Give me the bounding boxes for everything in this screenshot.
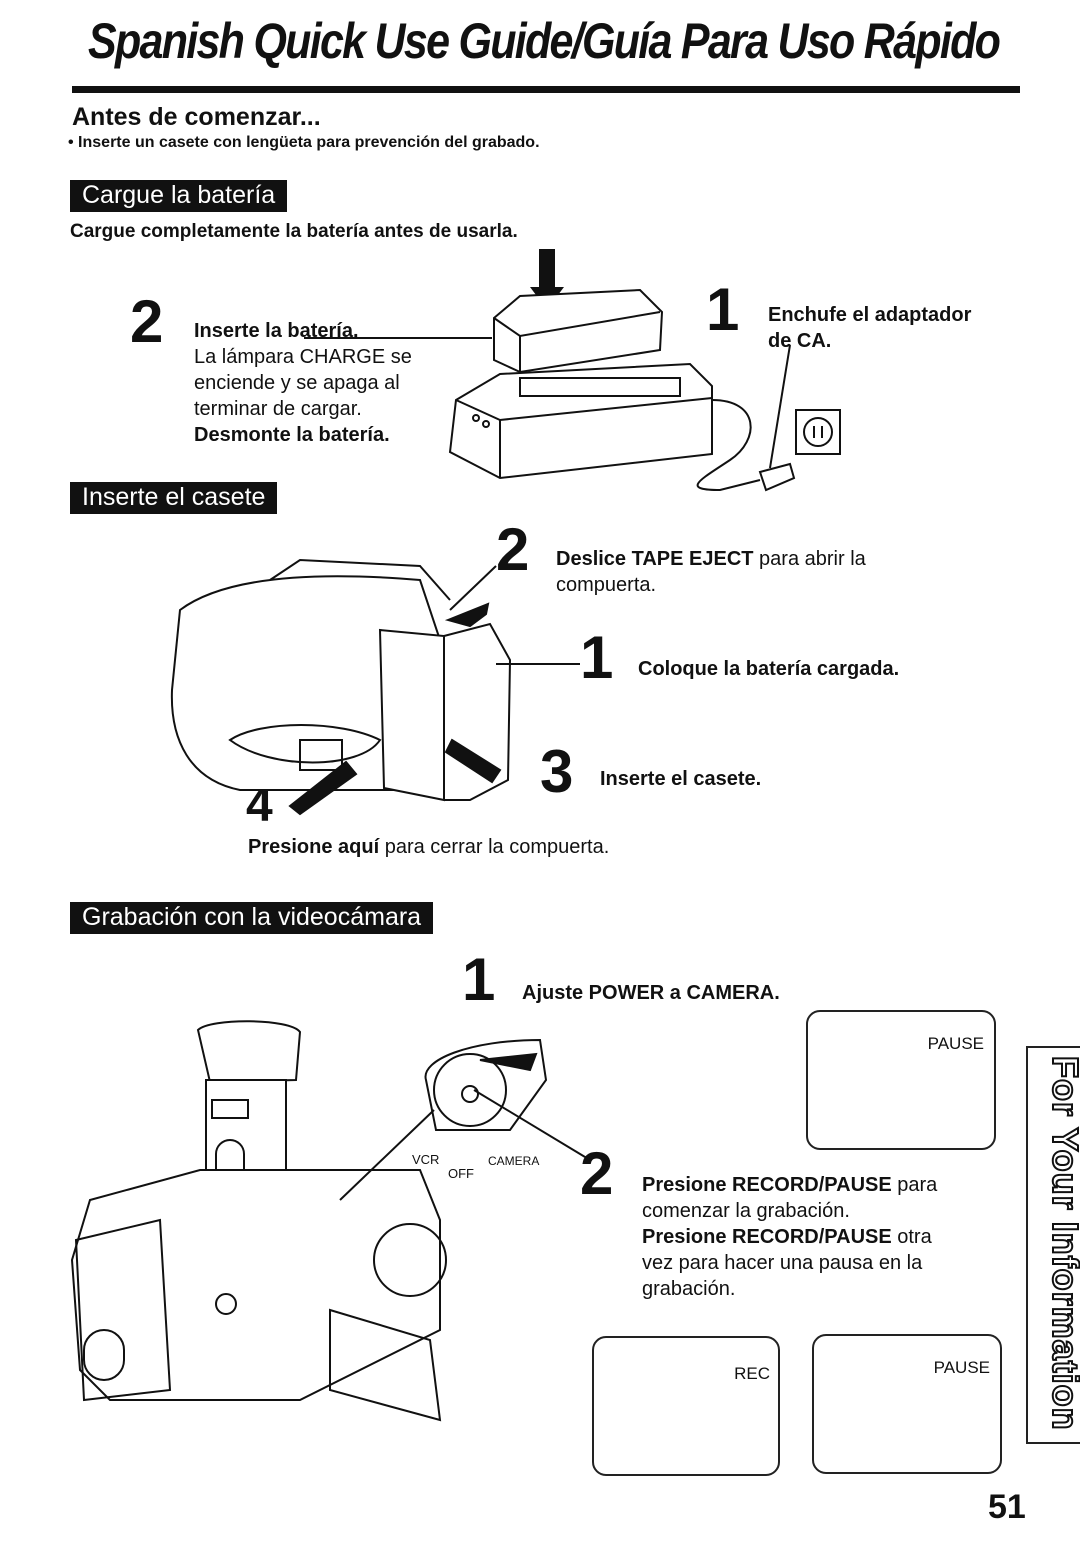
section-banner-recording: Grabación con la videocámara <box>70 902 434 934</box>
remove-battery-label: Desmonte la batería. <box>194 424 390 446</box>
record-pause-rest: para <box>891 1174 938 1196</box>
intro-heading: Antes de comenzar... <box>72 103 321 131</box>
record-pause-label: Presione RECORD/PAUSE <box>642 1174 892 1196</box>
record-pause-line4: vez para hacer una pausa en la <box>642 1252 923 1274</box>
power-camera-text: Ajuste POWER a CAMERA. <box>522 982 780 1004</box>
viewfinder-screen-rec: REC <box>592 1336 780 1476</box>
record-pause-line5: grabación. <box>642 1278 736 1300</box>
screen-indicator: PAUSE <box>933 1358 990 1377</box>
switch-label-camera: CAMERA <box>488 1154 540 1168</box>
switch-label-vcr: VCR <box>412 1152 440 1167</box>
adapter-line1: Enchufe el adaptador <box>768 304 972 326</box>
press-here-label: Presione aquí <box>248 836 380 858</box>
title-rule <box>72 86 1020 93</box>
battery-instruction: Cargue completamente la batería antes de… <box>70 221 518 242</box>
page-title: Spanish Quick Use Guide/Guía Para Uso Rá… <box>88 13 1001 69</box>
battery-step2-text: Inserte la batería. La lámpara CHARGE se… <box>194 318 474 448</box>
close-door-rest: para cerrar la compuerta. <box>379 836 610 858</box>
screen-indicator: REC <box>734 1364 770 1383</box>
screen-indicator: PAUSE <box>927 1034 984 1053</box>
charge-line2: enciende y se apaga al <box>194 372 400 394</box>
insert-battery-label: Inserte la batería. <box>194 320 359 342</box>
tape-eject-text: Deslice TAPE EJECT para abrir la compuer… <box>556 546 976 598</box>
place-battery-text: Coloque la batería cargada. <box>638 658 900 680</box>
step-number: 1 <box>462 946 496 1013</box>
intro-bullet: • Inserte un casete con lengüeta para pr… <box>68 134 540 151</box>
record-pause-text: Presione RECORD/PAUSE para comenzar la g… <box>642 1172 1012 1302</box>
insert-cassette-text: Inserte el casete. <box>600 768 762 790</box>
step-number: 2 <box>130 288 164 355</box>
viewfinder-screen-pause-top: PAUSE <box>806 1010 996 1150</box>
step-number: 1 <box>706 276 740 343</box>
step-number: 2 <box>580 1140 614 1207</box>
charge-line3: terminar de cargar. <box>194 398 362 420</box>
adapter-step-text: Enchufe el adaptador de CA. <box>768 302 971 354</box>
record-pause-rest-2: otra <box>891 1226 932 1248</box>
side-tab-label: For Your Information <box>1044 1055 1080 1432</box>
page-number: 51 <box>988 1488 1026 1526</box>
viewfinder-screen-pause-bottom: PAUSE <box>812 1334 1002 1474</box>
step-number: 3 <box>540 738 574 805</box>
adapter-line2: de CA. <box>768 330 832 352</box>
section-banner-battery: Cargue la batería <box>70 180 288 212</box>
tape-eject-rest2: compuerta. <box>556 574 657 596</box>
record-pause-line2: comenzar la grabación. <box>642 1200 850 1222</box>
charge-line1: La lámpara CHARGE se <box>194 346 412 368</box>
tape-eject-rest: para abrir la <box>753 548 866 570</box>
section-banner-cassette: Inserte el casete <box>70 482 278 514</box>
switch-label-off: OFF <box>448 1166 474 1181</box>
step-number: 2 <box>496 516 530 583</box>
record-pause-label-2: Presione RECORD/PAUSE <box>642 1226 892 1248</box>
close-door-text: Presione aquí para cerrar la compuerta. <box>248 834 609 860</box>
tape-eject-label: Deslice TAPE EJECT <box>556 548 754 570</box>
step-number: 1 <box>580 624 614 691</box>
side-tab: For Your Information <box>1026 1046 1080 1444</box>
